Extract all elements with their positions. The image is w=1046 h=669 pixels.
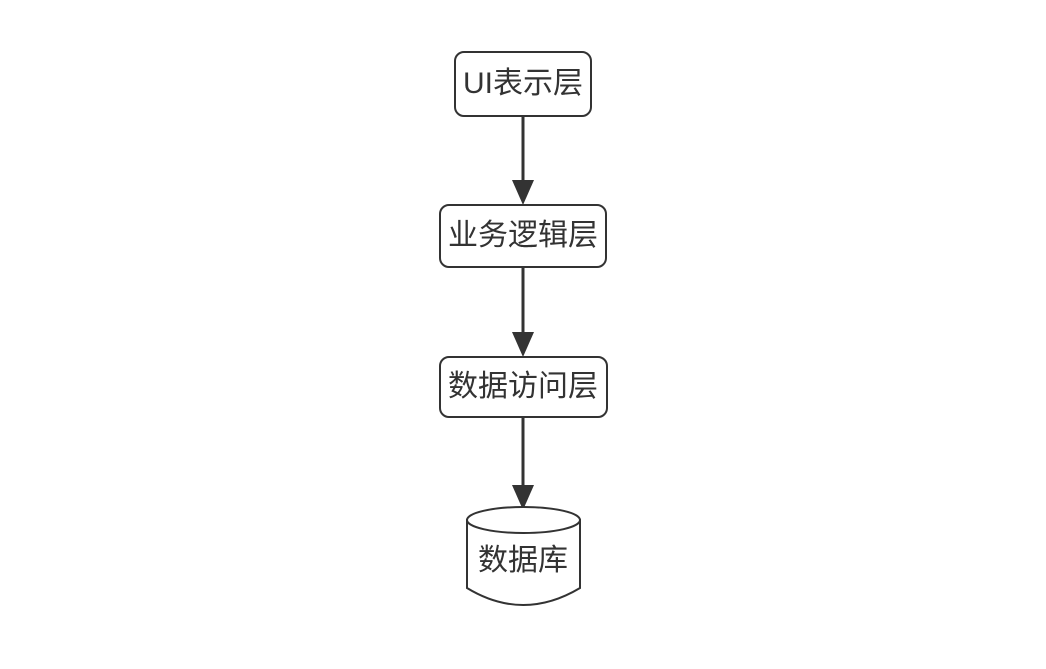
node-data-access-layer-box[interactable]	[439, 356, 608, 418]
node-ui-presentation-layer[interactable]: UI表示层	[454, 51, 592, 117]
node-business-logic-layer[interactable]: 业务逻辑层	[439, 204, 607, 268]
edge-dataaccess-to-database	[512, 417, 534, 510]
edge-ui-to-business	[512, 116, 534, 205]
node-data-access-layer[interactable]: 数据访问层	[439, 356, 608, 418]
node-business-logic-layer-label: 业务逻辑层	[448, 219, 598, 252]
arrowhead-dataaccess-database	[512, 485, 534, 510]
node-database-label: 数据库	[478, 544, 568, 577]
arrowhead-business-dataaccess	[512, 332, 534, 357]
node-database-cylinder-body[interactable]	[466, 519, 581, 606]
node-ui-presentation-layer-box[interactable]	[454, 51, 592, 117]
arrowhead-ui-business	[512, 180, 534, 205]
node-business-logic-layer-box[interactable]	[439, 204, 607, 268]
node-database-cylinder[interactable]: 数据库	[466, 506, 581, 606]
edge-business-to-dataaccess	[512, 267, 534, 357]
node-database-cylinder-top	[466, 506, 581, 534]
node-data-access-layer-label: 数据访问层	[448, 370, 598, 403]
node-ui-presentation-layer-label: UI表示层	[463, 67, 583, 100]
